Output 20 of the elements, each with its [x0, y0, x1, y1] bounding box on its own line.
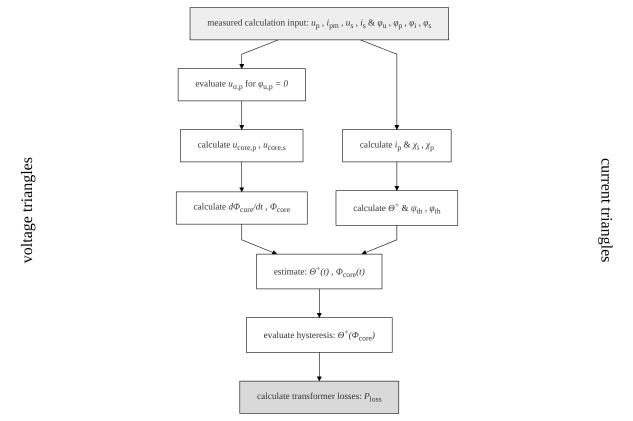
- node-box: measured calculation input: u$_{p}$ , i$_{pm}$ , u$_{s}$ , i$_{s}$ & φ$_{u}$ , φ$_{p}$ , φ$_{i}$ , φ$_{s}$: [189, 7, 448, 40]
- node-box: calculate i$_{p}$ & χ$_{i}$ , χ$_{p}$: [342, 129, 451, 162]
- side-label: voltage triangles: [18, 157, 36, 264]
- node-box: calculate Θ$^{+}$ & ψ$_{th}$ , φ$_{th}$: [335, 190, 458, 226]
- node-box: calculate transformer losses: P$_{loss}$: [239, 380, 399, 414]
- arrow: [238, 162, 244, 192]
- node-box: evaluate hysteresis: Θ$^{+}$(Φ$_{core}$): [246, 317, 392, 353]
- arrow: [238, 100, 244, 130]
- arrow: [240, 224, 277, 255]
- arrow: [361, 225, 397, 255]
- node-box: calculate dΦ$_{core}$/dt , Φ$_{core}$: [175, 192, 308, 224]
- arrow: [360, 40, 399, 130]
- node-box: estimate: Θ$^{+}$(t) , Φ$_{core}$(t): [256, 254, 382, 290]
- arrow: [316, 288, 322, 318]
- node-box: evaluate u$_{σ,p}$ for φ$_{u,p}$ = 0: [177, 68, 306, 102]
- node-box: calculate u$_{core,p}$ , u$_{core,s}$: [180, 129, 303, 162]
- arrow: [238, 40, 278, 69]
- side-label: current triangles: [596, 158, 614, 263]
- arrow: [316, 352, 322, 382]
- arrow: [394, 162, 399, 191]
